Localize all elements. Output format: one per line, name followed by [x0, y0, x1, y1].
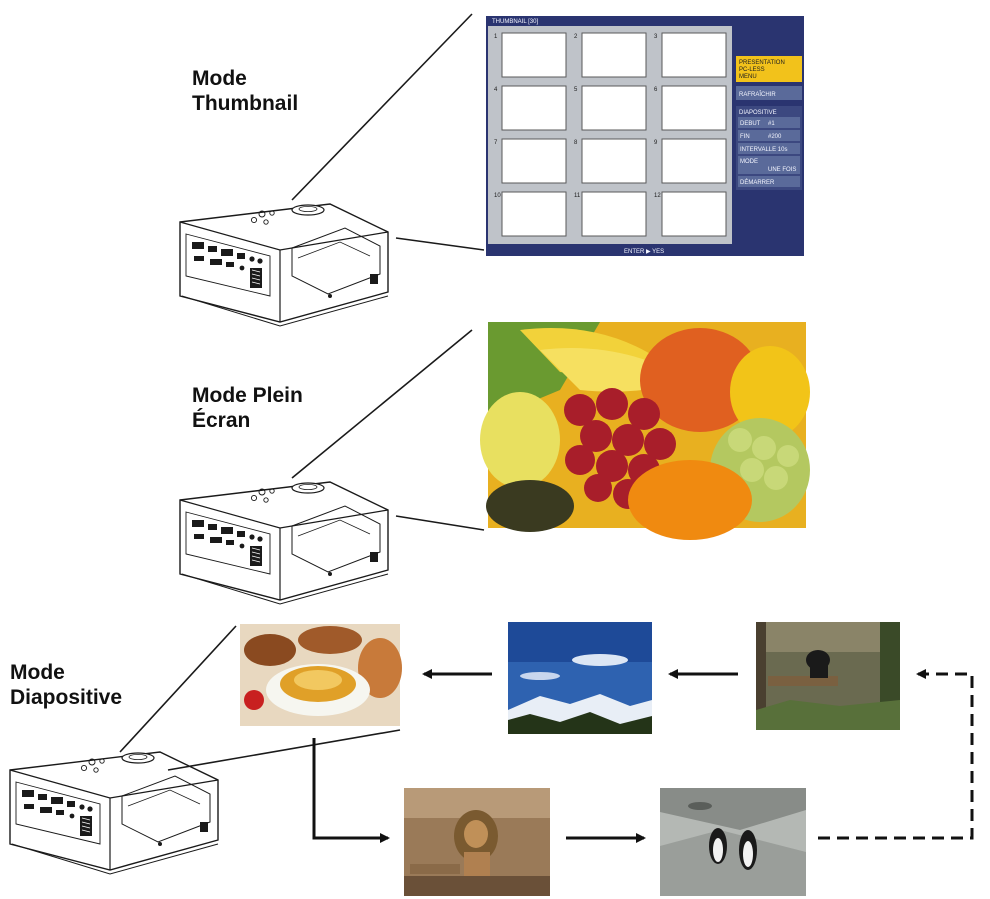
- thumbnail-cell-number: 9: [654, 140, 658, 146]
- thumbnail-cell-number: 5: [574, 87, 578, 93]
- beam-line-full-bottom: [395, 515, 485, 531]
- menu-start-value: #1: [768, 121, 775, 127]
- menu-end-value: #200: [768, 134, 782, 140]
- thumbnail-cell: [501, 32, 567, 78]
- thumbnail-cell: [501, 85, 567, 131]
- thumbnail-cell: [661, 191, 727, 237]
- menu-presentation-line3: MENU: [739, 74, 757, 80]
- label-mode-slideshow: Mode Diapositive: [10, 661, 123, 709]
- menu-item-start: [738, 117, 800, 128]
- menu-interval-label: INTERVALLE 10s: [740, 147, 787, 153]
- thumbnail-screen-title: THUMBNAIL [30]: [492, 19, 538, 25]
- menu-launch-label: DÉMARRER: [740, 179, 775, 186]
- slideshow-photo-enclosure: [756, 622, 900, 730]
- menu-presentation-line1: PRESENTATION: [739, 60, 785, 66]
- beam-line-full-top: [291, 329, 473, 479]
- projector-slideshow: [9, 751, 219, 875]
- projector-full-screen: [179, 481, 389, 605]
- thumbnail-cell: [581, 85, 647, 131]
- thumbnail-cell: [661, 32, 727, 78]
- beam-line-slide-top: [119, 625, 237, 753]
- arrow-penguins-loop-to-enclosure: [818, 669, 974, 840]
- slideshow-photo-penguins: [660, 788, 806, 896]
- menu-end-label: FIN: [740, 134, 750, 140]
- thumbnail-cell: [501, 191, 567, 237]
- menu-presentation-line2: PC-LESS: [739, 67, 765, 73]
- menu-refresh-label: RAFRAÎCHIR: [739, 91, 776, 98]
- projector-thumbnail: [179, 203, 389, 327]
- thumbnail-cell-number: 10: [494, 193, 501, 199]
- label-mode-full-screen: Mode Plein Écran: [192, 384, 303, 432]
- thumbnail-cell-number: 2: [574, 34, 578, 40]
- menu-slideshow-header: DIAPOSITIVE: [739, 110, 777, 116]
- menu-item-end: [738, 130, 800, 141]
- thumbnail-cell-number: 12: [654, 193, 661, 199]
- thumbnail-cell-number: 11: [574, 193, 581, 199]
- thumbnail-cell: [581, 191, 647, 237]
- thumbnail-cell-number: 7: [494, 140, 498, 146]
- slideshow-photo-lion: [404, 788, 550, 896]
- menu-item-launch: [738, 176, 800, 187]
- arrow-food-to-lion: [312, 738, 390, 843]
- thumbnail-cell: [581, 32, 647, 78]
- label-mode-thumbnail: Mode Thumbnail: [192, 67, 299, 115]
- thumbnail-cell: [661, 85, 727, 131]
- thumbnail-cell-number: 4: [494, 87, 498, 93]
- menu-mode-value: UNE FOIS: [768, 167, 796, 173]
- thumbnail-cell-number: 3: [654, 34, 658, 40]
- beam-line-slide-bottom: [167, 729, 401, 771]
- full-screen-photo-fruits: [480, 322, 810, 540]
- thumbnail-cell-number: 8: [574, 140, 578, 146]
- menu-item-mode: [738, 156, 800, 174]
- menu-mode-label: MODE: [740, 159, 758, 165]
- menu-start-label: DEBUT: [740, 121, 761, 127]
- slideshow-photo-sky: [508, 622, 652, 734]
- thumbnail-screen-footer: ENTER ▶ YES: [624, 249, 664, 255]
- thumbnail-cell-number: 6: [654, 87, 658, 93]
- thumbnail-cell: [661, 138, 727, 184]
- thumbnail-cell: [581, 138, 647, 184]
- menu-item-refresh: [736, 86, 802, 100]
- thumbnail-cell-number: 1: [494, 34, 498, 40]
- thumbnail-cell: [501, 138, 567, 184]
- beam-line-thumbnail-bottom: [395, 237, 485, 251]
- menu-item-interval: [738, 143, 800, 154]
- slideshow-photo-food: [240, 624, 402, 726]
- menu-item-presentation: [736, 56, 802, 82]
- beam-line-thumbnail-top: [291, 13, 473, 201]
